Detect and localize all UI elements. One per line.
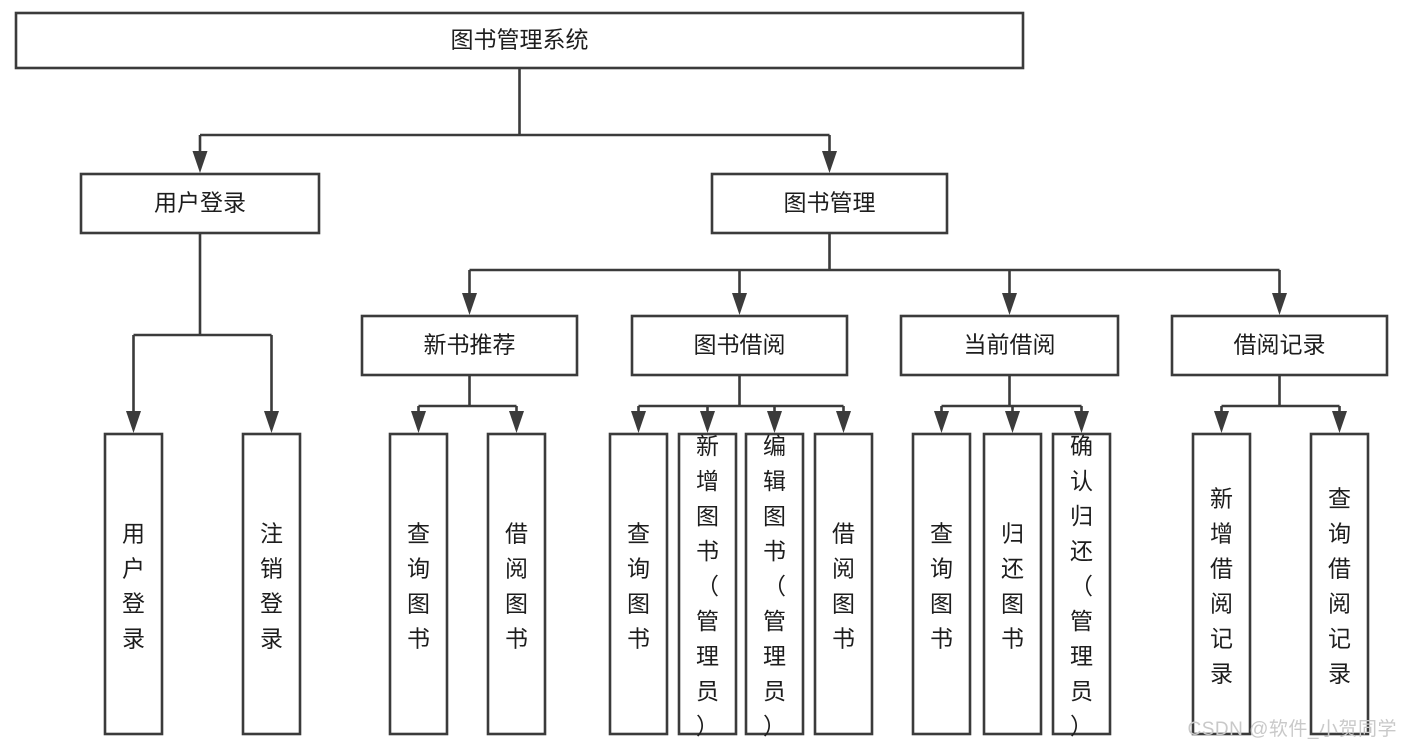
- node-borrow-book-2[interactable]: 借阅图书: [813, 432, 874, 736]
- arrow-head-icon: [192, 151, 208, 173]
- arrow-head-icon: [264, 411, 279, 433]
- node-label: 借阅图书: [505, 520, 528, 651]
- node-label: 新增借阅记录: [1210, 485, 1233, 686]
- node-box[interactable]: [1309, 432, 1370, 736]
- node-box[interactable]: [813, 432, 874, 736]
- arrow-head-icon: [934, 411, 949, 433]
- node-box[interactable]: [744, 432, 805, 736]
- node-label: 用户登录: [122, 520, 145, 651]
- node-box[interactable]: [899, 314, 1120, 377]
- node-book-manage[interactable]: 图书管理: [710, 172, 949, 235]
- node-query-borrow-record[interactable]: 查询借阅记录: [1309, 432, 1370, 736]
- node-query-book-3[interactable]: 查询图书: [911, 432, 972, 736]
- node-box[interactable]: [982, 432, 1043, 736]
- node-box[interactable]: [677, 432, 738, 736]
- connector-group-book-manage: [462, 233, 1287, 315]
- node-label: 用户登录: [154, 190, 246, 216]
- node-label: 借阅图书: [832, 520, 855, 651]
- node-box[interactable]: [1191, 432, 1252, 736]
- node-box[interactable]: [630, 314, 849, 377]
- node-box[interactable]: [241, 432, 302, 736]
- node-query-book-2[interactable]: 查询图书: [608, 432, 669, 736]
- arrow-head-icon: [1332, 411, 1347, 433]
- node-label: 编辑图书（管理员）: [763, 433, 786, 739]
- node-new-book-recommend[interactable]: 新书推荐: [360, 314, 579, 377]
- node-label: 图书借阅: [694, 332, 786, 358]
- node-label: 新书推荐: [424, 332, 516, 358]
- node-box[interactable]: [1051, 432, 1112, 736]
- node-book-borrow[interactable]: 图书借阅: [630, 314, 849, 377]
- arrow-head-icon: [1005, 411, 1020, 433]
- connector-group-new-book-recommend: [411, 375, 524, 433]
- node-current-borrow[interactable]: 当前借阅: [899, 314, 1120, 377]
- node-label: 查询图书: [627, 520, 650, 651]
- csdn-watermark: CSDN @软件_小贺同学: [1187, 719, 1397, 740]
- node-box[interactable]: [360, 314, 579, 377]
- node-edit-book-admin[interactable]: 编辑图书（管理员）: [744, 432, 805, 739]
- arrow-head-icon: [836, 411, 851, 433]
- node-box[interactable]: [14, 11, 1025, 70]
- node-add-borrow-record[interactable]: 新增借阅记录: [1191, 432, 1252, 736]
- node-borrow-book-1[interactable]: 借阅图书: [486, 432, 547, 736]
- node-root[interactable]: 图书管理系统: [14, 11, 1025, 70]
- connector-group-current-borrow: [934, 375, 1089, 433]
- arrow-head-icon: [1272, 293, 1287, 315]
- node-label: 确认归还（管理员）: [1070, 433, 1093, 739]
- node-box[interactable]: [608, 432, 669, 736]
- node-user-login-leaf[interactable]: 用户登录: [103, 432, 164, 736]
- node-label: 归还图书: [1001, 520, 1024, 651]
- node-box[interactable]: [486, 432, 547, 736]
- node-label: 查询图书: [407, 520, 430, 651]
- node-label: 借阅记录: [1234, 332, 1326, 358]
- arrow-head-icon: [1002, 293, 1017, 315]
- node-user-logout-leaf[interactable]: 注销登录: [241, 432, 302, 736]
- node-box[interactable]: [103, 432, 164, 736]
- connector-group-user-login: [126, 233, 279, 433]
- node-label: 当前借阅: [964, 332, 1056, 358]
- arrow-head-icon: [411, 411, 426, 433]
- node-label: 新增图书（管理员）: [696, 433, 719, 739]
- node-box[interactable]: [388, 432, 449, 736]
- node-return-book[interactable]: 归还图书: [982, 432, 1043, 736]
- node-user-login[interactable]: 用户登录: [79, 172, 321, 235]
- node-box[interactable]: [79, 172, 321, 235]
- connector-layer: [126, 68, 1347, 433]
- connector-group-root: [192, 68, 837, 173]
- node-box[interactable]: [710, 172, 949, 235]
- node-layer: 图书管理系统用户登录图书管理新书推荐图书借阅当前借阅借阅记录用户登录注销登录查询…: [14, 11, 1389, 739]
- node-box[interactable]: [911, 432, 972, 736]
- node-borrow-record[interactable]: 借阅记录: [1170, 314, 1389, 377]
- arrow-head-icon: [732, 293, 747, 315]
- connector-group-book-borrow: [631, 375, 851, 433]
- arrow-head-icon: [509, 411, 524, 433]
- node-label: 查询图书: [930, 520, 953, 651]
- node-add-book-admin[interactable]: 新增图书（管理员）: [677, 432, 738, 739]
- node-confirm-return-admin[interactable]: 确认归还（管理员）: [1051, 432, 1112, 739]
- arrow-head-icon: [462, 293, 477, 315]
- arrow-head-icon: [631, 411, 646, 433]
- node-label: 注销登录: [260, 520, 283, 651]
- node-query-book-1[interactable]: 查询图书: [388, 432, 449, 736]
- connector-group-borrow-record: [1214, 375, 1347, 433]
- arrow-head-icon: [1074, 411, 1089, 433]
- arrow-head-icon: [126, 411, 141, 433]
- arrow-head-icon: [700, 411, 715, 433]
- node-label: 图书管理系统: [451, 27, 589, 53]
- node-label: 查询借阅记录: [1328, 485, 1351, 686]
- arrow-head-icon: [822, 151, 837, 173]
- arrow-head-icon: [767, 411, 782, 433]
- arrow-head-icon: [1214, 411, 1229, 433]
- node-box[interactable]: [1170, 314, 1389, 377]
- node-label: 图书管理: [784, 190, 876, 216]
